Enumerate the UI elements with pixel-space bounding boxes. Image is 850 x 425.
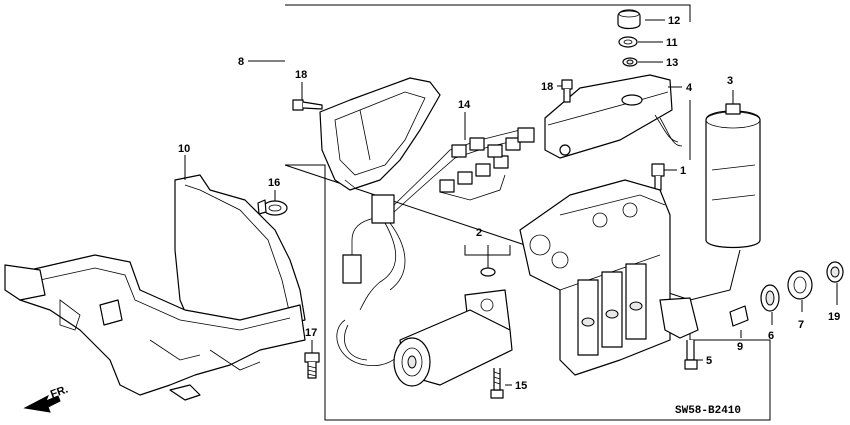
bracket-tray-part: [4, 174, 306, 401]
callout-17: 17: [305, 327, 317, 339]
callout-7: 7: [798, 319, 804, 331]
filter-11-part: [618, 36, 638, 48]
callout-4: 4: [686, 82, 693, 94]
bolt-18-right-part: [561, 79, 573, 103]
callout-6: 6: [768, 330, 774, 342]
bolt-17-part: [304, 352, 320, 379]
clip-16-part: [257, 199, 288, 216]
callout-5: 5: [706, 355, 712, 367]
callout-8: 8: [238, 56, 244, 68]
plug-19-part: [826, 261, 844, 283]
bolt-5-part: [684, 340, 698, 370]
callout-12: 12: [668, 15, 680, 27]
pump-motor-2-part: [393, 267, 513, 387]
callout-16: 16: [268, 177, 280, 189]
direction-label: FR.: [49, 383, 70, 400]
callout-18-left: 18: [295, 69, 307, 81]
callout-10: 10: [178, 143, 190, 155]
callout-1: 1: [680, 165, 686, 177]
accumulator-3-part: [705, 103, 761, 249]
modulator-assembly-part: [519, 179, 699, 376]
cover-8-part: [319, 77, 441, 191]
callout-14: 14: [458, 99, 471, 111]
leader-lines: [184, 19, 838, 386]
wire-harness-14-part: [336, 127, 535, 367]
bolt-15-part: [490, 368, 504, 399]
callout-18-right: 18: [541, 81, 553, 93]
callout-15: 15: [515, 380, 527, 392]
reservoir-4-part: [544, 74, 683, 159]
callout-2: 2: [476, 227, 482, 239]
callout-13: 13: [666, 57, 678, 69]
seal-13-part: [622, 57, 638, 67]
pin-9-part: [729, 305, 749, 327]
grommet-6-part: [760, 284, 780, 312]
callout-9: 9: [737, 341, 743, 353]
diagram-code: SW58-B2410: [675, 405, 741, 417]
callout-19: 19: [828, 311, 840, 323]
bolt-18-left-part: [292, 99, 323, 111]
nut-1-part: [651, 163, 665, 191]
callout-3: 3: [727, 75, 733, 87]
cap-12-part: [617, 9, 641, 30]
callout-11: 11: [666, 37, 678, 49]
cap-7-part: [787, 270, 813, 300]
front-direction-arrow: [23, 394, 61, 413]
assembly-boundary-frame: [284, 4, 771, 421]
